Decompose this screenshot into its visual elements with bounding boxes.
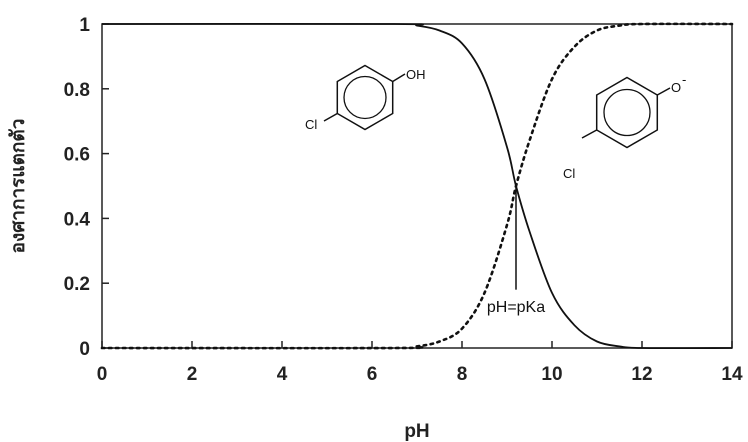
axis-tick-labels: 0 2 4 6 8 10 12 14 0 0.2 0.4 0.6 0.8 1 xyxy=(64,15,743,385)
series-line-solid xyxy=(101,22,733,350)
y-tick-label-1: 0.2 xyxy=(64,274,90,295)
cl-label-right: Cl xyxy=(563,166,575,181)
y-axis-title: องศาการแตกตัว xyxy=(8,119,29,254)
o-bond xyxy=(656,87,671,96)
x-tick-label-4: 8 xyxy=(457,364,468,385)
x-tick-label-2: 4 xyxy=(277,364,288,385)
y-tick-label-2: 0.4 xyxy=(64,209,91,230)
x-axis-title: pH xyxy=(404,421,429,442)
benzene-ring-left xyxy=(336,64,394,131)
x-tick-label-5: 10 xyxy=(541,364,562,385)
oh-bond xyxy=(392,73,406,83)
x-tick-label-1: 2 xyxy=(187,364,198,385)
y-tick-label-0: 0 xyxy=(79,339,90,360)
benzene-ring-right xyxy=(595,76,659,149)
pka-label: pH=pKa xyxy=(487,299,545,316)
cl-bond-left xyxy=(323,112,338,122)
aromatic-circle-right xyxy=(603,88,651,137)
x-tick-label-7: 14 xyxy=(721,364,743,385)
structure-4-chlorophenolate: O - Cl xyxy=(563,72,686,181)
cl-label-left: Cl xyxy=(305,117,317,132)
y-tick-label-5: 1 xyxy=(79,15,90,36)
series-group xyxy=(100,22,734,350)
y-tick-label-3: 0.6 xyxy=(64,145,90,166)
y-tick-label-4: 0.8 xyxy=(64,80,90,101)
x-tick-label-3: 6 xyxy=(367,364,378,385)
oh-label: OH xyxy=(406,67,426,82)
o-charge: - xyxy=(682,72,686,87)
x-tick-label-6: 12 xyxy=(631,364,652,385)
aromatic-circle-left xyxy=(343,75,387,120)
structure-4-chlorophenol: OH Cl xyxy=(305,64,426,132)
cl-bond-right xyxy=(581,129,598,139)
series-line-dotted xyxy=(100,22,734,350)
x-tick-label-0: 0 xyxy=(97,364,108,385)
o-label: O xyxy=(671,80,681,95)
